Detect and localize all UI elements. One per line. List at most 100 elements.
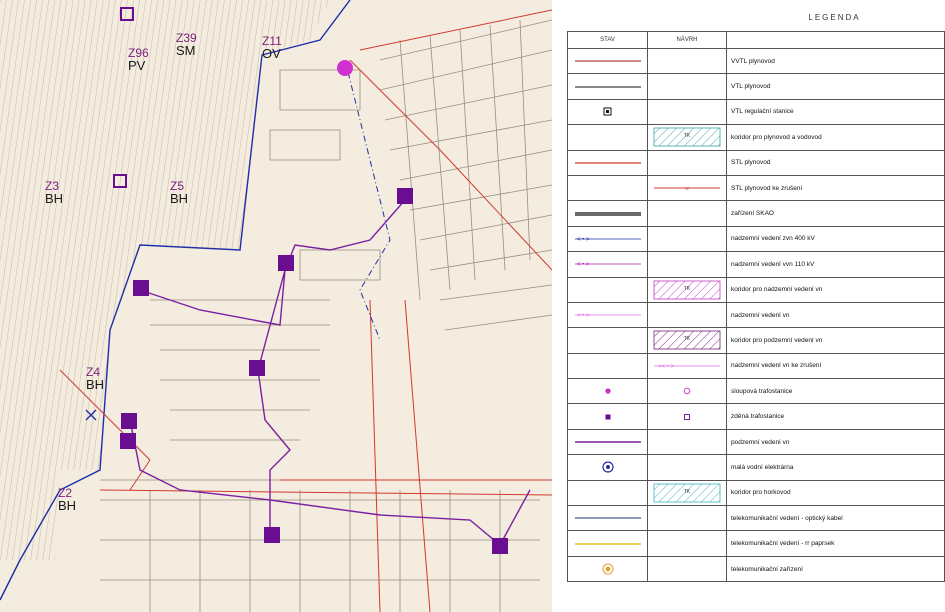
legend-navrh-cell: TK — [647, 479, 727, 507]
pole-transformer-icon[interactable] — [337, 60, 353, 76]
square-purple-symbol-icon — [605, 414, 610, 420]
legend-navrh-cell — [647, 251, 727, 278]
planned-transformer-icon[interactable] — [120, 7, 134, 21]
circle-magenta-symbol-icon — [683, 388, 691, 395]
legend-row: ×< • >nadzemní vedení vn ke zrušení — [567, 352, 945, 380]
legend-row: sloupová trafostanice — [567, 378, 945, 405]
line-navy-symbol-icon — [574, 517, 641, 519]
zone-type: BH — [86, 377, 105, 392]
legend-label: koridor pro nadzemní vedení vn — [726, 276, 945, 303]
legend-label: nadzemní vedení vn — [726, 301, 945, 329]
legend-label: telekomunikační zařízení — [726, 555, 945, 583]
legend-navrh-cell — [647, 301, 727, 329]
legend-row: telekomunikační zařízení — [567, 555, 945, 583]
legend-label: koridor pro plynovod a vodovod — [726, 124, 945, 151]
line-pink-cross-symbol-icon: ×< • > — [654, 364, 720, 370]
planned-transformer-icon[interactable] — [113, 174, 127, 188]
legend-navrh-cell — [647, 454, 727, 481]
legend-label: VTL plynovod — [726, 73, 945, 100]
square-purple-open-symbol-icon — [684, 413, 690, 420]
map-canvas — [0, 0, 552, 612]
legend-row: STL plynovod — [567, 149, 945, 176]
line-blue-arrows-symbol-icon: < • > — [574, 237, 641, 243]
square-regulator-icon-symbol-icon — [603, 107, 611, 116]
zone-label: Z11 OV — [262, 35, 282, 60]
legend-stav-cell — [567, 378, 648, 405]
legend-label: zařízení SKAO — [726, 200, 945, 227]
circle-blue-dot-symbol-icon — [601, 461, 614, 474]
legend-navrh-cell — [647, 505, 727, 532]
zone-code: Z11 — [262, 34, 282, 48]
legend-label: VVTL plynovod — [726, 47, 945, 75]
legend-label: malá vodní elektrárna — [726, 454, 945, 481]
legend-navrh-cell: × — [647, 174, 727, 202]
legend-navrh-cell: TK — [647, 327, 727, 354]
brick-transformer-icon[interactable] — [249, 360, 265, 376]
legend-col-navrh: NÁVRH — [647, 31, 727, 49]
line-black-double-symbol-icon — [574, 211, 641, 216]
zone-code: Z4 — [86, 365, 101, 379]
zone-label: Z96 PV — [128, 47, 149, 72]
legend-stav-cell: < • > — [567, 301, 648, 329]
legend-col-stav: STAV — [567, 31, 648, 49]
legend-label: telekomunikační vedení - rr paprsek — [726, 530, 945, 557]
legend-stav-cell: < • > — [567, 251, 648, 278]
brick-transformer-icon[interactable] — [278, 255, 294, 271]
brick-transformer-icon[interactable] — [397, 188, 413, 204]
zone-type: BH — [170, 191, 189, 206]
legend-stav-cell — [567, 352, 648, 380]
legend-col-label — [726, 31, 945, 49]
corridor-swatch — [652, 381, 722, 401]
line-pink-arrows-symbol-icon: < • > — [574, 313, 641, 319]
brick-transformer-icon[interactable] — [133, 280, 149, 296]
legend-navrh-cell — [647, 530, 727, 557]
vtl-pipeline-line — [0, 0, 351, 601]
telecom-line — [344, 59, 391, 341]
zone-code: Z96 — [128, 46, 149, 60]
legend-navrh-cell — [647, 428, 727, 456]
cross-marker-icon — [85, 409, 97, 421]
legend-row: telekomunikační vedení - rr paprsek — [567, 530, 945, 557]
legend-label: VTL regulační stanice — [726, 98, 945, 126]
zone-label: Z3 BH — [45, 180, 63, 205]
brick-transformer-icon[interactable] — [121, 413, 137, 429]
legend-row: VTL plynovod — [567, 73, 945, 100]
brick-transformer-icon[interactable] — [492, 538, 508, 554]
legend-navrh-cell — [647, 98, 727, 126]
corridor-swatch: TK — [652, 127, 722, 147]
legend-stav-cell — [567, 530, 648, 557]
legend-navrh-cell — [647, 403, 727, 430]
legend-label: telekomunikační vedení - optický kabel — [726, 505, 945, 532]
corridor-label: TK — [683, 285, 691, 292]
zone-code: Z39 — [176, 31, 197, 45]
legend-navrh-cell — [647, 555, 727, 583]
zone-label: Z4 BH — [86, 366, 104, 391]
zone-type: BH — [58, 498, 77, 513]
legend-navrh-cell — [647, 225, 727, 253]
brick-transformer-icon[interactable] — [120, 433, 136, 449]
legend-stav-cell — [567, 174, 648, 202]
line-red-symbol-icon — [574, 162, 641, 164]
legend-row: zděná trafostanice — [567, 403, 945, 430]
corridor-swatch: TK — [652, 330, 722, 350]
legend-label: zděná trafostanice — [726, 403, 945, 430]
brick-transformer-icon[interactable] — [264, 527, 280, 543]
legend-label: sloupová trafostanice — [726, 378, 945, 405]
legend-navrh-cell: ×< • > — [647, 352, 727, 380]
zone-type: PV — [128, 58, 146, 73]
legend-row: malá vodní elektrárna — [567, 454, 945, 481]
line-magenta-arrows-symbol-icon: < • > — [574, 262, 641, 268]
line-black-thin-symbol-icon — [574, 86, 641, 88]
line-red-thin-symbol-icon — [574, 60, 641, 62]
line-purple-symbol-icon — [574, 441, 641, 443]
svg-text:×: × — [685, 186, 689, 193]
legend-row: < • >nadzemní vedení zvn 400 kV — [567, 225, 945, 253]
legend-row: zařízení SKAO — [567, 200, 945, 227]
map-view[interactable]: Z96 PV Z39 SM Z11 OV Z3 BH Z5 BH Z4 BH Z… — [0, 0, 552, 612]
legend-stav-cell: < • > — [567, 225, 648, 253]
legend-label: nadzemní vedení vvn 110 kV — [726, 251, 945, 278]
zone-type: OV — [262, 46, 281, 61]
